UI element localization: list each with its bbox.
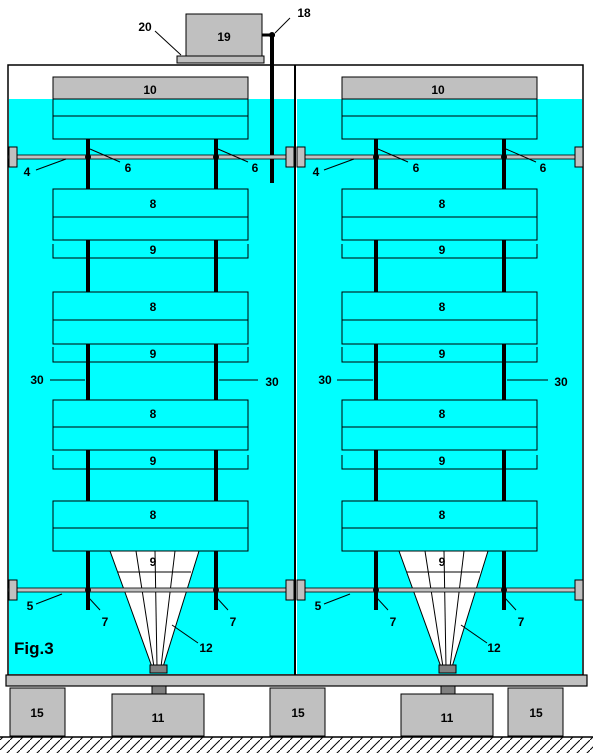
label-9: 9 (150, 243, 157, 257)
label-15: 15 (291, 706, 305, 720)
label-12: 12 (199, 641, 213, 655)
figure-caption: Fig.3 (14, 639, 54, 658)
label-8: 8 (150, 197, 157, 211)
drive: 11 (111, 693, 205, 737)
label-6-left: 6 (125, 161, 132, 175)
label-20: 20 (138, 20, 152, 34)
label-7-left: 7 (102, 615, 109, 629)
label-6-right: 6 (540, 161, 547, 175)
module-stack-3: 8 9 (52, 399, 249, 470)
label-9: 9 (439, 243, 446, 257)
label-9: 9 (439, 347, 446, 361)
module-stack-2: 8 9 (341, 291, 538, 363)
label-5: 5 (315, 599, 322, 613)
base-plate (5, 674, 588, 687)
module-stack-2: 8 9 (52, 291, 249, 363)
foot: 15 (269, 687, 326, 737)
label-11: 11 (152, 711, 165, 725)
module-stack-4: 8 (52, 500, 249, 552)
cone-12: 9 12 (109, 550, 213, 674)
label-8: 8 (150, 407, 157, 421)
rail-end-left (8, 579, 18, 601)
rail-end-right (574, 146, 584, 168)
label-6-right: 6 (252, 161, 259, 175)
rail-end-right (285, 579, 295, 601)
label-7-right: 7 (230, 615, 237, 629)
label-11: 11 (441, 711, 454, 725)
label-9: 9 (150, 347, 157, 361)
label-7-right: 7 (518, 615, 525, 629)
rail-end-right (574, 579, 584, 601)
label-8: 8 (439, 300, 446, 314)
tank-left: 10 4 6 6 8 9 8 9 8 (7, 76, 295, 674)
plate-20 (176, 55, 265, 64)
label-30-right: 30 (554, 375, 568, 389)
label-9: 9 (150, 555, 157, 569)
label-8: 8 (439, 407, 446, 421)
label-12: 12 (487, 641, 501, 655)
label-30-right: 30 (265, 375, 279, 389)
module-stack-1: 8 9 (52, 188, 249, 259)
label-10: 10 (431, 83, 445, 97)
label-30-left: 30 (30, 373, 44, 387)
module-stack-3: 8 9 (341, 399, 538, 470)
label-18: 18 (297, 6, 311, 20)
label-8: 8 (150, 300, 157, 314)
foot: 15 (507, 687, 564, 737)
label-15: 15 (30, 706, 44, 720)
label-15: 15 (529, 706, 543, 720)
label-4: 4 (313, 165, 320, 179)
label-19: 19 (217, 30, 231, 44)
label-10: 10 (143, 83, 157, 97)
module-stack-4: 8 (341, 500, 538, 552)
rail-end-left (296, 146, 306, 168)
ground (0, 736, 593, 753)
label-4: 4 (24, 165, 31, 179)
label-9: 9 (150, 454, 157, 468)
tank-right: 10 4 6 6 8 9 8 9 8 9 (296, 76, 584, 674)
rail-end-left (8, 146, 18, 168)
rail-end-right (285, 146, 295, 168)
label-6-left: 6 (413, 161, 420, 175)
drive: 11 (400, 693, 494, 737)
label-5: 5 (27, 599, 34, 613)
label-8: 8 (150, 508, 157, 522)
label-7-left: 7 (390, 615, 397, 629)
module-stack-1: 8 9 (341, 188, 538, 259)
label-8: 8 (439, 197, 446, 211)
rail-end-left (296, 579, 306, 601)
label-30-left: 30 (318, 373, 332, 387)
label-9: 9 (439, 454, 446, 468)
label-9: 9 (439, 555, 446, 569)
label-8: 8 (439, 508, 446, 522)
cone-12: 9 12 (398, 550, 501, 674)
foot: 15 (9, 687, 66, 737)
